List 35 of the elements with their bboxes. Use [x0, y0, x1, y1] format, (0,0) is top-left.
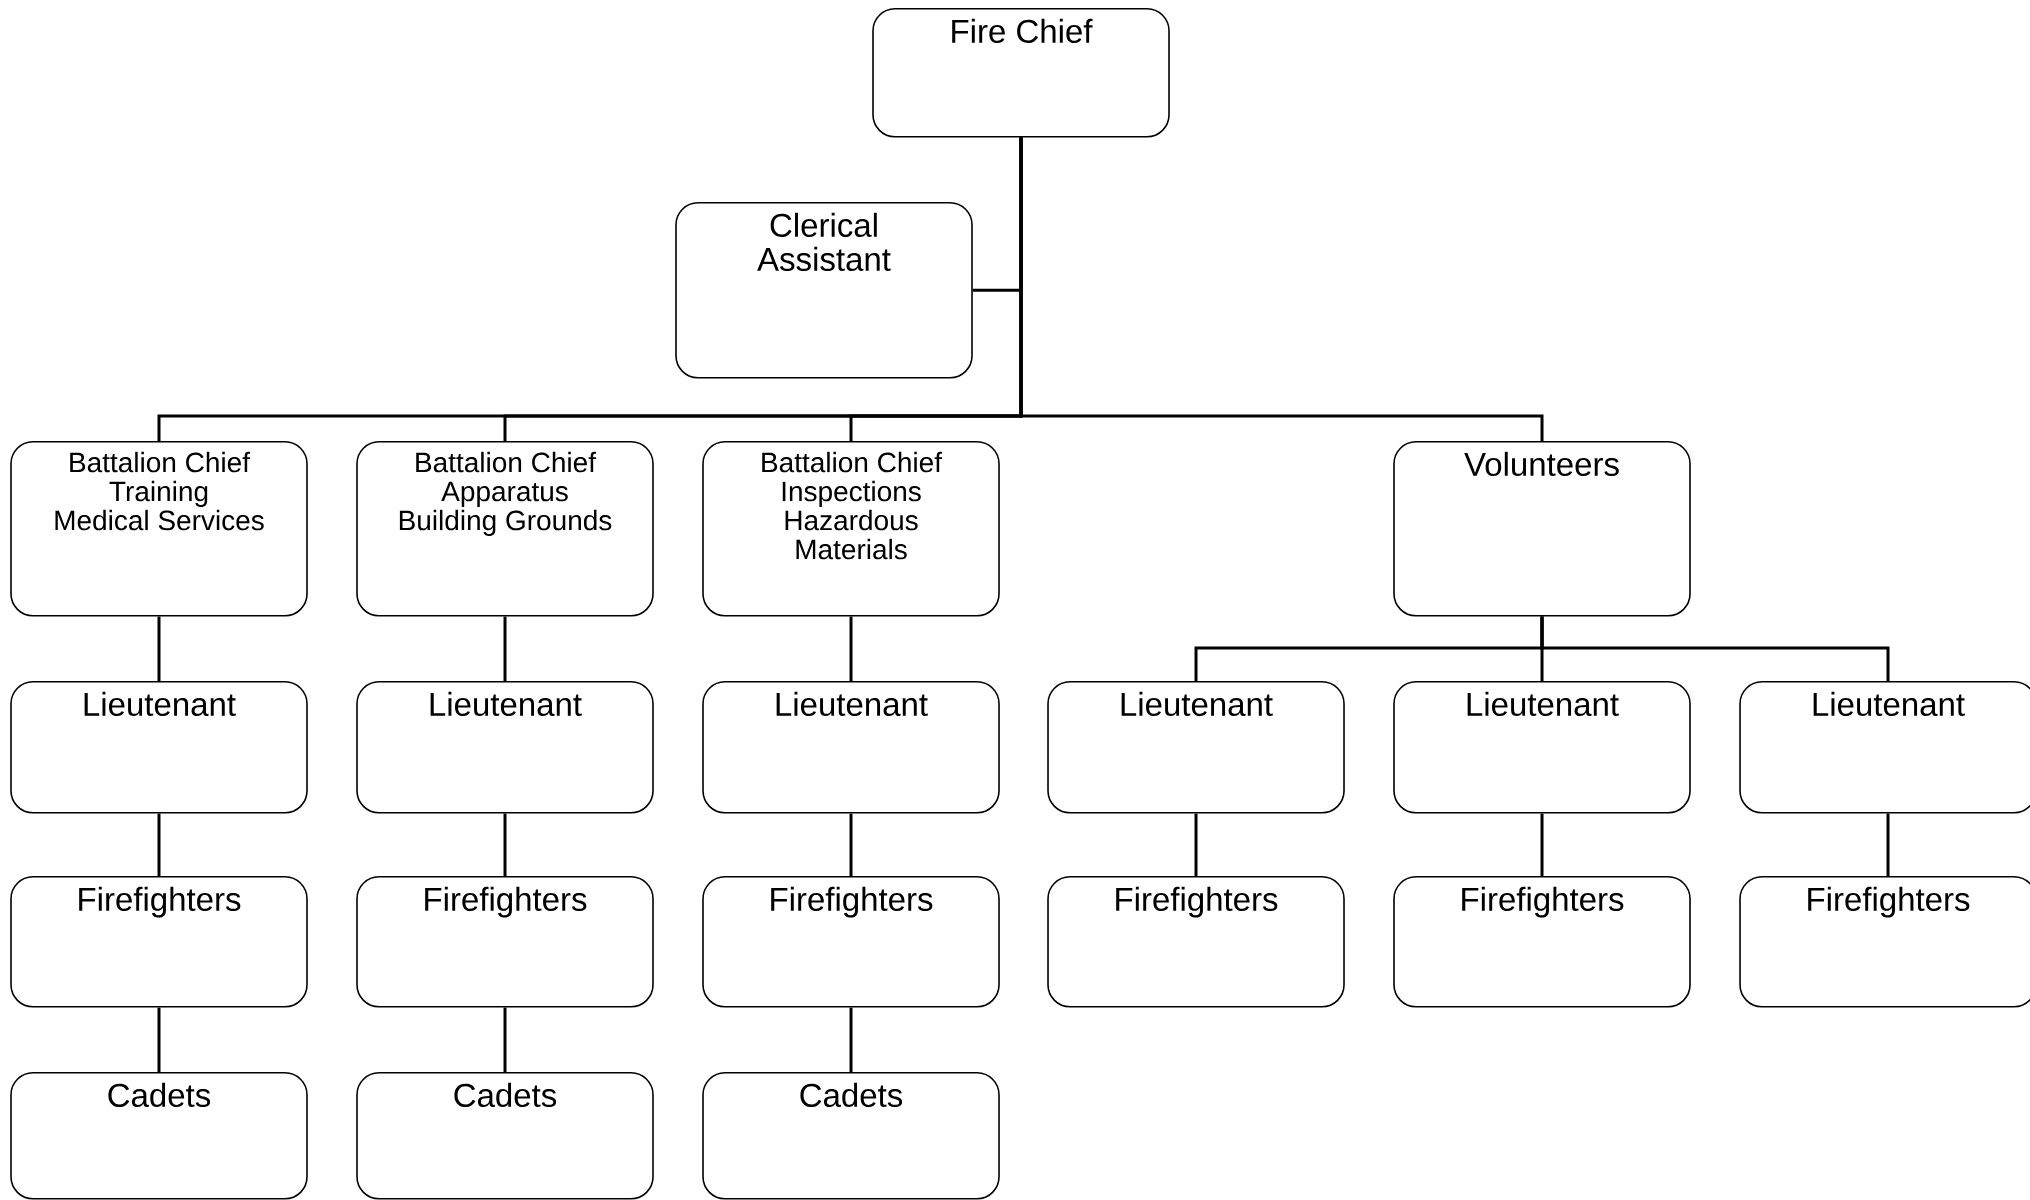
connector-line — [503, 616, 507, 681]
connector-line — [849, 616, 853, 681]
org-box: Volunteers — [1393, 441, 1691, 617]
org-box: Lieutenant — [10, 681, 308, 814]
org-box: Battalion Chief Inspections Hazardous Materials — [702, 441, 1000, 617]
connector-line — [157, 813, 161, 876]
org-box: Lieutenant — [702, 681, 1000, 814]
org-box: Firefighters — [702, 876, 1000, 1008]
org-box: Lieutenant — [1739, 681, 2030, 814]
org-box: Battalion Chief Training Medical Services — [10, 441, 308, 617]
org-box: Cadets — [702, 1072, 1000, 1200]
org-box: Clerical Assistant — [675, 202, 973, 379]
connector-line — [1194, 813, 1198, 876]
connector-line — [849, 1007, 853, 1072]
connector-line — [1886, 813, 1890, 876]
org-box: Fire Chief — [872, 8, 1170, 138]
org-box: Cadets — [356, 1072, 654, 1200]
org-box: Firefighters — [10, 876, 308, 1008]
connector-line — [157, 1007, 161, 1072]
connector-line — [157, 616, 161, 681]
org-box: Battalion Chief Apparatus Building Grounds — [356, 441, 654, 617]
org-box: Cadets — [10, 1072, 308, 1200]
connector-line — [503, 1007, 507, 1072]
org-box: Lieutenant — [356, 681, 654, 814]
org-box: Firefighters — [1047, 876, 1345, 1008]
connector-line — [849, 813, 853, 876]
connector-line — [1540, 616, 1890, 681]
org-box: Lieutenant — [1047, 681, 1345, 814]
org-box: Firefighters — [1393, 876, 1691, 1008]
org-box: Firefighters — [356, 876, 654, 1008]
connector-line — [1540, 813, 1544, 876]
org-box: Firefighters — [1739, 876, 2030, 1008]
connector-line — [1019, 137, 1544, 441]
org-box: Lieutenant — [1393, 681, 1691, 814]
connector-line — [503, 813, 507, 876]
